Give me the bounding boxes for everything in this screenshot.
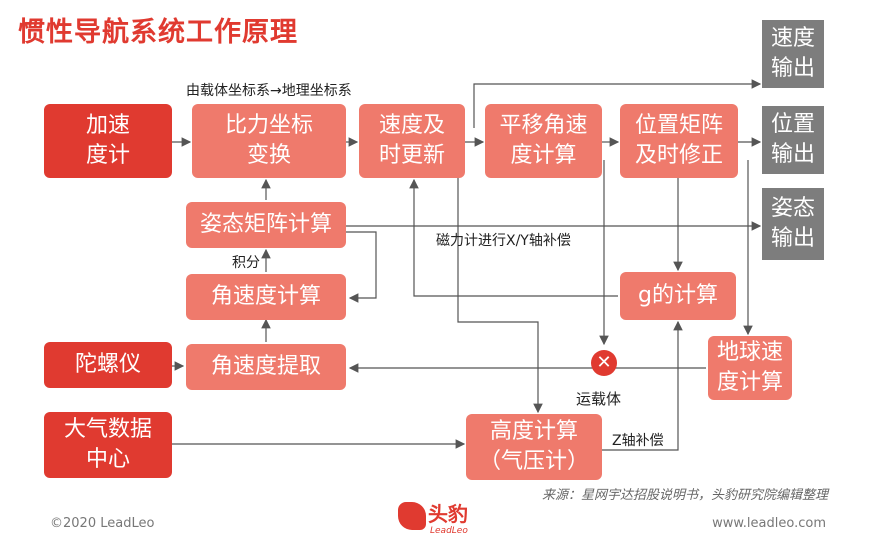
earth-rate-calc-box: 地球速 度计算 [708,336,792,400]
attitude-output-box: 姿态 输出 [762,188,824,260]
velocity-output-box: 速度 输出 [762,20,824,88]
carrier-x-icon: ✕ [591,350,617,376]
logo-text: 头豹 [428,502,468,526]
copyright: ©2020 LeadLeo [50,516,155,531]
leopard-icon [398,502,426,530]
website-link[interactable]: www.leadleo.com [712,516,826,531]
position-matrix-box: 位置矩阵 及时修正 [620,104,738,178]
velocity-update-box: 速度及 时更新 [359,104,465,178]
logo-subtext: LeadLeo [430,526,468,536]
attitude-matrix-box: 姿态矩阵计算 [186,202,346,248]
source-note: 来源：星网宇达招股说明书，头豹研究院编辑整理 [541,488,828,503]
accelerometer-box: 加速 度计 [44,104,172,178]
leadleo-logo: 头豹 LeadLeo [398,498,482,542]
angular-rate-calc-box: 角速度计算 [186,274,346,320]
angular-rate-extraction-box: 角速度提取 [186,344,346,390]
integral-label: 积分 [232,255,260,271]
magnetometer-label: 磁力计进行X/Y轴补偿 [436,233,571,249]
altitude-calc-box: 高度计算 （气压计） [466,414,602,480]
gyroscope-box: 陀螺仪 [44,342,172,388]
specific-force-transform-box: 比力坐标 变换 [192,104,346,178]
page-title: 惯性导航系统工作原理 [18,17,298,48]
translational-angular-rate-box: 平移角速 度计算 [485,104,602,178]
gravity-calc-box: g的计算 [620,272,736,320]
carrier-label: 运载体 [576,390,622,408]
coord-transform-label: 由载体坐标系→地理坐标系 [186,83,352,99]
air-data-center-box: 大气数据 中心 [44,412,172,478]
z-axis-label: Z轴补偿 [612,433,664,449]
position-output-box: 位置 输出 [762,106,824,174]
